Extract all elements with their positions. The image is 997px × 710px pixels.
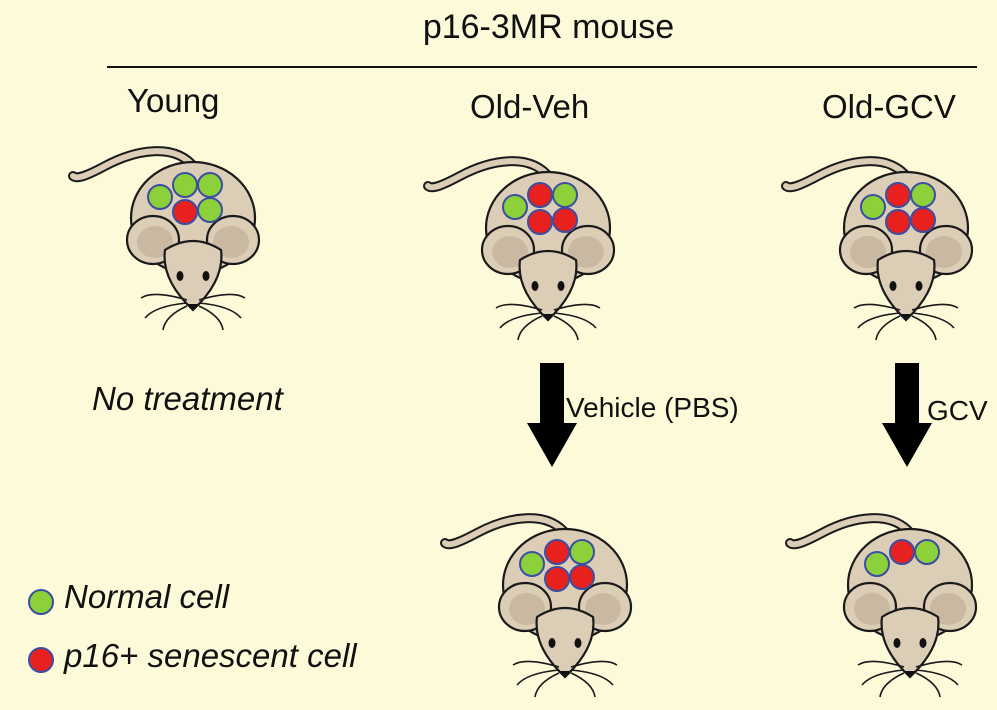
gcv-treatment-label: GCV [927, 395, 988, 426]
normal-cell [864, 551, 890, 577]
senescent-cell [172, 199, 198, 225]
mouse-old-gcv-after [785, 513, 978, 698]
senescent-cell [885, 182, 911, 208]
mouse-old-veh-after [440, 513, 633, 698]
diagram-title: p16-3MR mouse [422, 8, 675, 46]
normal-cell [910, 182, 936, 208]
senescent-cell [910, 207, 936, 233]
normal-cell [914, 539, 940, 565]
young-treatment-note: No treatment [92, 380, 283, 417]
senescent-cell [889, 539, 915, 565]
normal-cell [172, 172, 198, 198]
senescent-cell [552, 207, 578, 233]
senescent-cell [569, 564, 595, 590]
normal-cell [552, 182, 578, 208]
normal-cell [519, 551, 545, 577]
legend-senescent-label: p16+ senescent cell [64, 637, 357, 674]
normal-cell [197, 172, 223, 198]
senescent-cell [527, 182, 553, 208]
group-label-old-gcv: Old-GCV [822, 88, 956, 125]
vehicle-treatment-label: Vehicle (PBS) [566, 392, 739, 423]
down-arrow-gcv [882, 363, 932, 467]
legend-normal-label: Normal cell [64, 578, 230, 615]
normal-cell [197, 197, 223, 223]
normal-cell [860, 194, 886, 220]
senescent-cell [544, 566, 570, 592]
down-arrow-vehicle [527, 363, 577, 467]
group-label-old-veh: Old-Veh [470, 88, 590, 125]
senescent-cell [544, 539, 570, 565]
group-label-young: Young [127, 82, 220, 119]
normal-cell [147, 184, 173, 210]
title-underline [107, 66, 977, 68]
legend-senescent-swatch [28, 647, 54, 673]
mouse-young [68, 146, 261, 331]
normal-cell [569, 539, 595, 565]
normal-cell [502, 194, 528, 220]
senescent-cell [527, 209, 553, 235]
legend-normal-swatch [28, 589, 54, 615]
mouse-old-gcv-before [781, 156, 974, 341]
mouse-old-veh-before [423, 156, 616, 341]
senescent-cell [885, 209, 911, 235]
